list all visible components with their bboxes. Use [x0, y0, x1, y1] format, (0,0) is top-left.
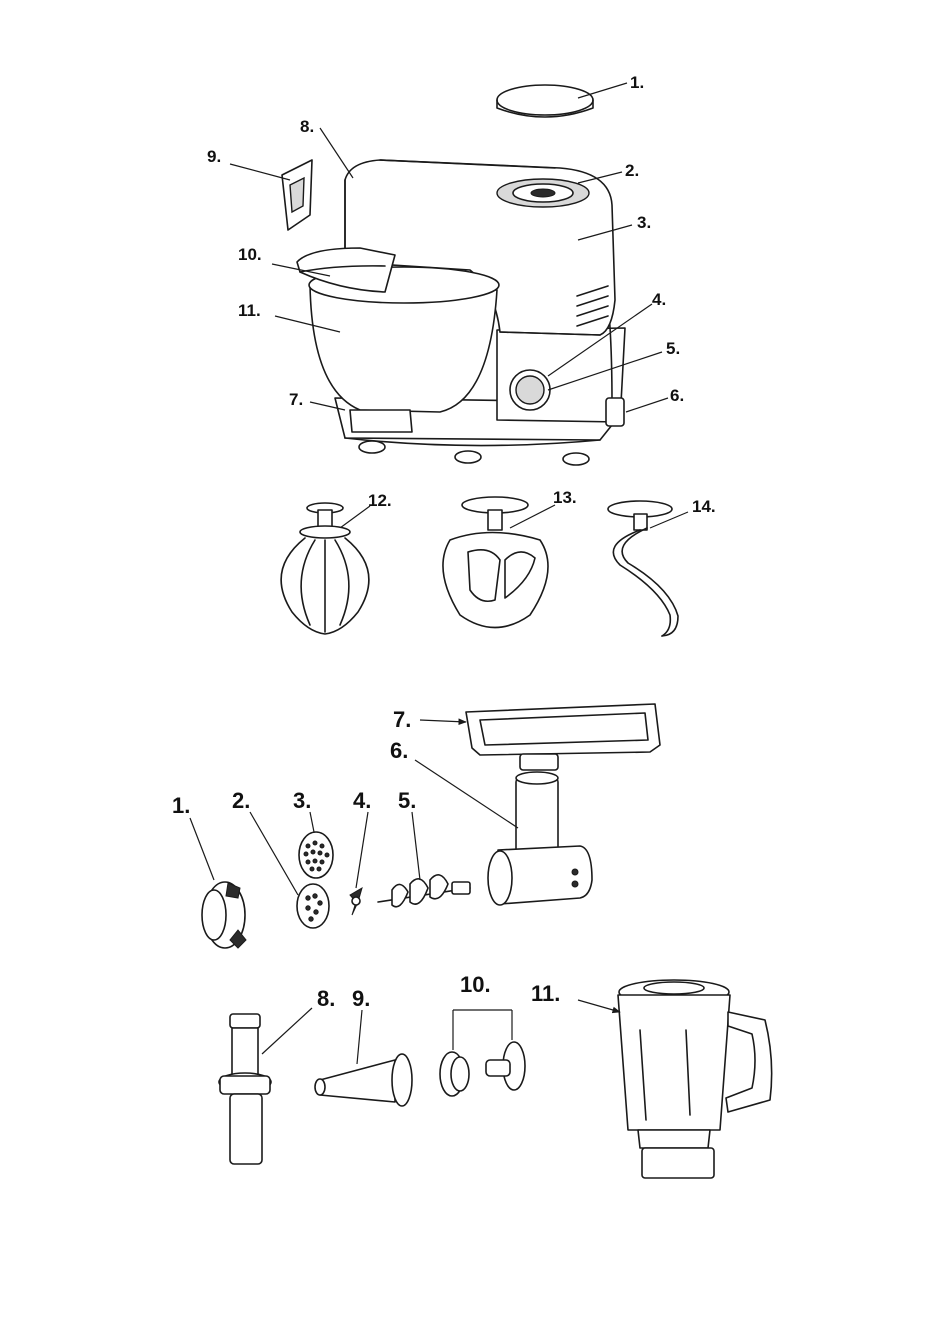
accessory-label-2: 2.	[232, 788, 250, 813]
blender-jug	[618, 980, 772, 1178]
accessory-label-1: 1.	[172, 793, 190, 818]
kibbe-attachment	[440, 1042, 525, 1096]
mixer-label-3: 3.	[637, 213, 651, 232]
accessory-label-4: 4.	[353, 788, 371, 813]
mixer-label-8: 8.	[300, 117, 314, 136]
mixer-label-9: 9.	[207, 147, 221, 166]
stand-mixer-illustration	[282, 85, 625, 465]
mixer-label-6: 6.	[670, 386, 684, 405]
mixer-label-4: 4.	[652, 290, 666, 309]
balloon-whisk-illustration	[281, 503, 369, 634]
mixer-label-5: 5.	[666, 339, 680, 358]
accessory-label-6: 6.	[390, 738, 408, 763]
sausage-nozzle	[315, 1054, 412, 1106]
accessory-label-10: 10.	[460, 972, 491, 997]
mixer-label-12: 12.	[368, 491, 392, 510]
mixer-label-11: 11.	[238, 301, 261, 320]
food-pusher	[219, 1014, 271, 1164]
mixer-label-10: 10.	[238, 245, 262, 264]
bottom-callout-labels: 8. 9. 10. 11.	[317, 972, 560, 1011]
mixer-label-13: 13.	[553, 488, 577, 507]
accessory-label-8: 8.	[317, 986, 335, 1011]
bottom-leader-lines	[262, 1000, 620, 1064]
mixer-label-14: 14.	[692, 497, 716, 516]
accessory-label-3: 3.	[293, 788, 311, 813]
mixer-label-2: 2.	[625, 161, 639, 180]
accessory-label-9: 9.	[352, 986, 370, 1011]
accessory-label-5: 5.	[398, 788, 416, 813]
meat-grinder-illustration	[202, 704, 660, 948]
mixer-label-1: 1.	[630, 73, 644, 92]
mixer-label-7: 7.	[289, 390, 303, 409]
accessory-label-7: 7.	[393, 707, 411, 732]
grinder-callout-labels: 7. 6. 1. 2. 3. 4. 5.	[172, 707, 416, 818]
accessory-label-11: 11.	[531, 981, 560, 1006]
